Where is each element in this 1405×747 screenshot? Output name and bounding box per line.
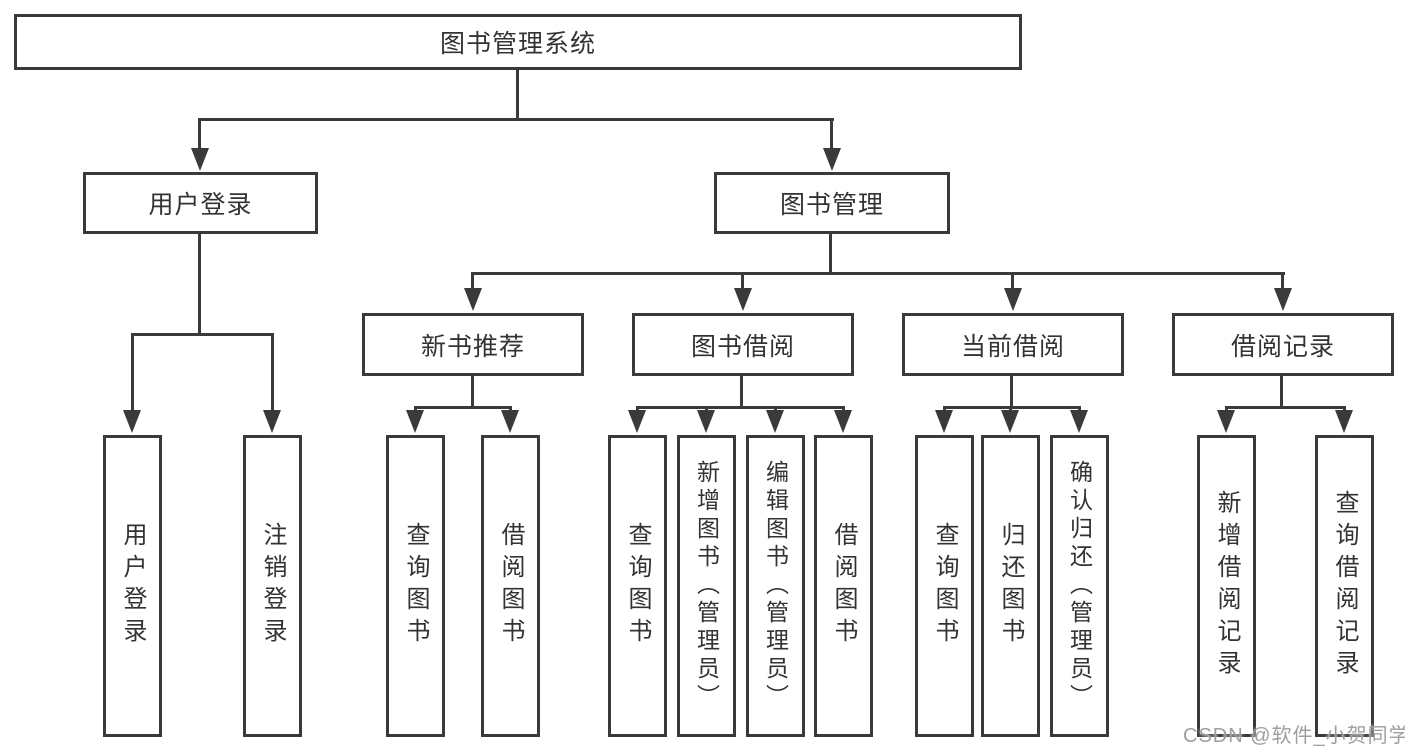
root-node-library-management-system: 图书管理系统	[14, 14, 1022, 70]
arrowhead-to-bb-add-books	[697, 410, 715, 433]
leaf-borrowing-borrow-books: 借阅图书	[814, 435, 873, 737]
connector-br-query-stem	[1343, 406, 1346, 412]
connector-book-borrowing-down	[740, 376, 743, 408]
connector-root-crossbar	[198, 118, 834, 121]
root-node-label: 图书管理系统	[439, 30, 596, 58]
leaf-newbook-borrow-books: 借阅图书	[481, 435, 540, 737]
connector-current-borrowing-crossbar	[943, 406, 1081, 409]
csdn-watermark: CSDN @软件_小贺同学	[1183, 725, 1405, 747]
connector-leaf-logout-stem	[271, 333, 274, 410]
connector-cb-return-stem	[1009, 406, 1012, 412]
node-borrowing-records: 借阅记录	[1172, 313, 1394, 376]
leaf-logout: 注销登录	[243, 435, 302, 737]
arrowhead-to-cb-query-books	[935, 410, 953, 433]
arrowhead-to-cb-return-books	[1001, 410, 1019, 433]
leaf-records-add-record: 新增借阅记录	[1197, 435, 1256, 737]
node-book-borrowing: 图书借阅	[632, 313, 854, 376]
connector-nb-query-stem	[414, 406, 417, 412]
leaf-current-query-books: 查询图书	[915, 435, 974, 737]
arrowhead-to-borrowing-records	[1274, 288, 1292, 311]
connector-current-borrowing-down	[1010, 376, 1013, 408]
leaf-newbook-query-books: 查询图书	[386, 435, 445, 737]
connector-bb-query-stem	[636, 406, 639, 412]
connector-leaf-login-stem	[131, 333, 134, 410]
connector-book-borrowing-stem	[741, 272, 744, 290]
leaf-records-query-record: 查询借阅记录	[1315, 435, 1374, 737]
connector-bb-borrow-stem	[842, 406, 845, 412]
connector-book-management-down	[829, 234, 832, 274]
connector-cb-query-stem	[943, 406, 946, 412]
node-new-book-recommendation: 新书推荐	[362, 313, 584, 376]
arrowhead-to-nb-borrow-books	[501, 410, 519, 433]
node-user-login-label: 用户登录	[148, 191, 253, 219]
node-book-borrowing-label: 图书借阅	[690, 332, 795, 361]
node-book-management: 图书管理	[714, 172, 950, 234]
arrowhead-to-book-management	[823, 148, 841, 171]
arrowhead-to-bb-query-books	[628, 410, 646, 433]
connector-current-borrowing-stem	[1011, 272, 1014, 290]
connector-nb-borrow-stem	[509, 406, 512, 412]
arrowhead-to-leaf-logout	[263, 410, 281, 433]
arrowhead-to-bb-borrow-books	[834, 410, 852, 433]
node-new-book-recommendation-label: 新书推荐	[420, 332, 525, 361]
connector-borrowing-records-down	[1280, 376, 1283, 408]
connector-new-book-down	[471, 376, 474, 408]
leaf-current-return-books: 归还图书	[981, 435, 1040, 737]
node-current-borrowing: 当前借阅	[902, 313, 1124, 376]
connector-bb-edit-stem	[774, 406, 777, 412]
node-borrowing-records-label: 借阅记录	[1230, 332, 1335, 361]
connector-root-stem	[516, 70, 519, 120]
arrowhead-to-leaf-login	[123, 410, 141, 433]
connector-new-book-crossbar	[414, 406, 512, 409]
leaf-user-login: 用户登录	[103, 435, 162, 737]
leaf-borrowing-edit-books-admin: 编辑图书（管理员）	[746, 435, 805, 737]
connector-book-management-crossbar	[471, 272, 1285, 275]
leaf-borrowing-add-books-admin: 新增图书（管理员）	[677, 435, 736, 737]
arrowhead-to-br-query-record	[1335, 410, 1353, 433]
connector-borrowing-records-crossbar	[1225, 406, 1346, 409]
node-user-login: 用户登录	[83, 172, 318, 234]
connector-book-borrowing-crossbar	[636, 406, 845, 409]
node-current-borrowing-label: 当前借阅	[960, 332, 1065, 361]
connector-borrowing-records-stem	[1281, 272, 1284, 290]
connector-cb-confirm-stem	[1078, 406, 1081, 412]
leaf-current-confirm-return-admin: 确认归还（管理员）	[1050, 435, 1109, 737]
connector-new-book-stem	[471, 272, 474, 290]
connector-br-add-stem	[1225, 406, 1228, 412]
arrowhead-to-user-login	[191, 148, 209, 171]
arrowhead-to-br-add-record	[1217, 410, 1235, 433]
node-book-management-label: 图书管理	[779, 191, 884, 219]
connector-user-login-down	[198, 234, 201, 335]
arrowhead-to-new-book	[464, 288, 482, 311]
arrowhead-to-book-borrowing	[734, 288, 752, 311]
connector-user-login-crossbar	[131, 333, 274, 336]
arrowhead-to-current-borrowing	[1004, 288, 1022, 311]
arrowhead-to-nb-query-books	[406, 410, 424, 433]
connector-user-login-stem	[198, 118, 201, 150]
arrowhead-to-cb-confirm-return	[1070, 410, 1088, 433]
arrowhead-to-bb-edit-books	[766, 410, 784, 433]
connector-book-management-stem	[830, 118, 833, 150]
connector-bb-add-stem	[705, 406, 708, 412]
leaf-borrowing-query-books: 查询图书	[608, 435, 667, 737]
